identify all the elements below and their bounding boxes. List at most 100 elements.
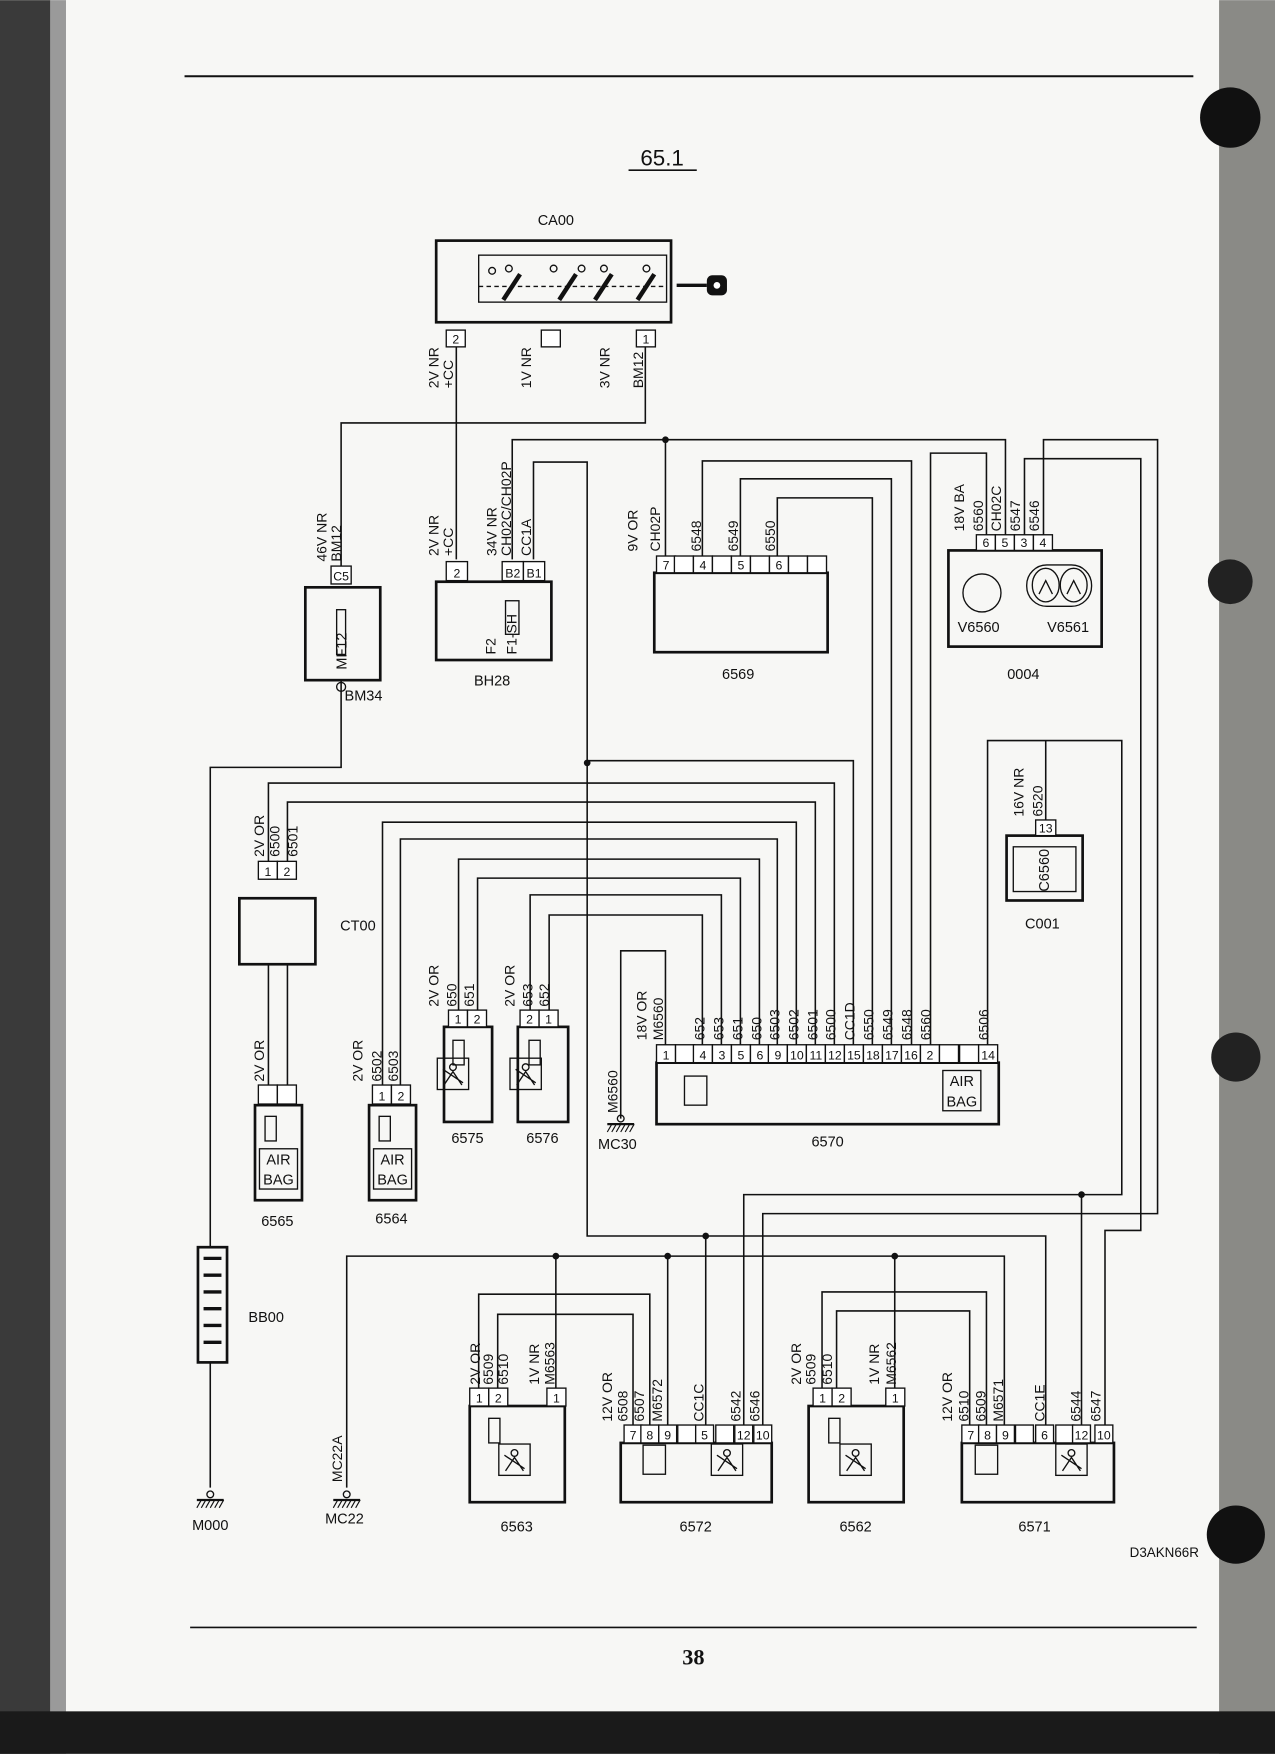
wire bbox=[587, 759, 855, 1045]
pin-cell bbox=[787, 555, 809, 574]
wire-label: 1V NR bbox=[518, 347, 534, 388]
wire-label: 6501 bbox=[285, 826, 301, 857]
seatbelt-icon bbox=[710, 1443, 744, 1477]
pin-cell bbox=[276, 1084, 298, 1105]
pin-cell bbox=[1055, 1424, 1075, 1444]
resistor-icon bbox=[264, 1115, 277, 1142]
wire bbox=[701, 460, 913, 1045]
resistor-icon bbox=[488, 1417, 501, 1444]
ecu-chip-icon bbox=[683, 1075, 708, 1106]
fuse-f1-label: F1-SH bbox=[504, 614, 520, 654]
wire-label: 6549 bbox=[880, 1009, 896, 1040]
c6563-label: 6563 bbox=[501, 1519, 533, 1535]
wire-label: 652 bbox=[536, 983, 552, 1007]
ignition-switch-contacts bbox=[478, 254, 668, 303]
wire bbox=[929, 452, 988, 1045]
pin-cell bbox=[1071, 1424, 1092, 1444]
pin-number: 1 bbox=[819, 1392, 826, 1406]
drawing-reference: D3AKN66R bbox=[1130, 1545, 1200, 1560]
wire-label: 12V OR bbox=[599, 1372, 615, 1422]
wire-label: 6502 bbox=[368, 1050, 384, 1081]
fuse-f2-label: F2 bbox=[482, 638, 498, 655]
pin-number: 1 bbox=[642, 333, 649, 347]
pin-number: 6 bbox=[776, 558, 783, 572]
wire-label: 6510 bbox=[495, 1353, 511, 1384]
pin-number: 4 bbox=[700, 558, 707, 572]
wire-label: 2V OR bbox=[425, 965, 441, 1007]
wire-junction-dot bbox=[1078, 1191, 1085, 1198]
c6570-label: 6570 bbox=[811, 1135, 843, 1151]
pin-number: 12 bbox=[828, 1048, 842, 1062]
wire bbox=[761, 438, 1159, 1426]
seatbelt-icon bbox=[509, 1057, 542, 1091]
ecu-chip-icon bbox=[642, 1444, 667, 1475]
c6569-component-box bbox=[652, 571, 829, 654]
wire-label: CC1D bbox=[841, 1002, 857, 1040]
wire-label: 16V NR bbox=[1010, 768, 1026, 817]
wire-label: 6546 bbox=[1026, 500, 1042, 531]
wire-label: 651 bbox=[461, 983, 477, 1007]
pin-cell bbox=[673, 555, 695, 574]
pin-number: 2 bbox=[927, 1048, 934, 1062]
page-bottom-edge bbox=[0, 1711, 1275, 1754]
wire-label: 6508 bbox=[614, 1390, 630, 1421]
wire-label: MC22A bbox=[329, 1435, 345, 1482]
wire-junction-dot bbox=[552, 1252, 560, 1260]
ignition-key-icon bbox=[676, 275, 727, 296]
ecu-chip-icon bbox=[974, 1444, 999, 1475]
pin-number: 6 bbox=[1041, 1429, 1048, 1443]
pin-number: 5 bbox=[701, 1429, 708, 1443]
wire-label: 653 bbox=[519, 983, 535, 1007]
pin-cell bbox=[753, 1424, 773, 1444]
ca00-component-box bbox=[434, 239, 673, 324]
pin-number: 1 bbox=[264, 865, 271, 879]
wire bbox=[1023, 457, 1142, 1426]
mf12-component-box bbox=[303, 585, 382, 682]
c6565-component-box bbox=[253, 1103, 304, 1202]
pin-cell bbox=[390, 1084, 412, 1105]
wire-label: 650 bbox=[443, 983, 459, 1007]
pin-number: 1 bbox=[476, 1392, 483, 1406]
ground-icon bbox=[332, 1490, 361, 1509]
pin-number: 11 bbox=[810, 1048, 823, 1062]
c001-label: C001 bbox=[1025, 916, 1060, 932]
wire-label: 12V OR bbox=[939, 1372, 955, 1422]
pin-number: 9 bbox=[1002, 1429, 1009, 1443]
wire-label: CH02C/CH02P bbox=[498, 461, 514, 556]
wire-label: 6501 bbox=[805, 1009, 821, 1040]
wire-label: M6572 bbox=[649, 1379, 665, 1422]
pin-number: 1 bbox=[663, 1048, 670, 1062]
pin-cell bbox=[466, 1009, 488, 1028]
wire-label: 6560 bbox=[918, 1009, 934, 1040]
battery-icon bbox=[203, 1256, 222, 1344]
wire-label: 6506 bbox=[976, 1009, 992, 1040]
wire bbox=[340, 346, 647, 567]
wire bbox=[511, 438, 1007, 560]
pin-number: 1 bbox=[379, 1090, 386, 1104]
wire-label: CC1A bbox=[518, 518, 534, 556]
c6564-label: 6564 bbox=[375, 1212, 407, 1228]
pin-number: 8 bbox=[646, 1429, 653, 1443]
wire-label: 6549 bbox=[725, 520, 741, 551]
pin-number: 2 bbox=[495, 1392, 502, 1406]
pin-number: 1 bbox=[545, 1013, 552, 1027]
mc22-label: MC22 bbox=[325, 1511, 364, 1527]
pin-cell bbox=[674, 1044, 696, 1064]
wire bbox=[476, 877, 742, 1045]
bb00-label: BB00 bbox=[248, 1310, 284, 1326]
wire bbox=[776, 497, 874, 1045]
pin-cell bbox=[715, 1424, 735, 1444]
c6565-label: 6565 bbox=[261, 1214, 293, 1230]
wire-label: 2V OR bbox=[788, 1343, 804, 1385]
wire-label: 6502 bbox=[786, 1009, 802, 1040]
pin-number: 2 bbox=[526, 1013, 533, 1027]
wire bbox=[381, 821, 798, 1086]
wire-label: 3V NR bbox=[597, 347, 613, 388]
binding-gradient bbox=[50, 0, 66, 1754]
ct00-component-box bbox=[237, 896, 317, 966]
pin-number: 10 bbox=[1097, 1429, 1111, 1443]
c6560-label: C6560 bbox=[1037, 849, 1053, 892]
pin-number: 12 bbox=[737, 1429, 751, 1443]
wire-label: CC1C bbox=[690, 1384, 706, 1422]
